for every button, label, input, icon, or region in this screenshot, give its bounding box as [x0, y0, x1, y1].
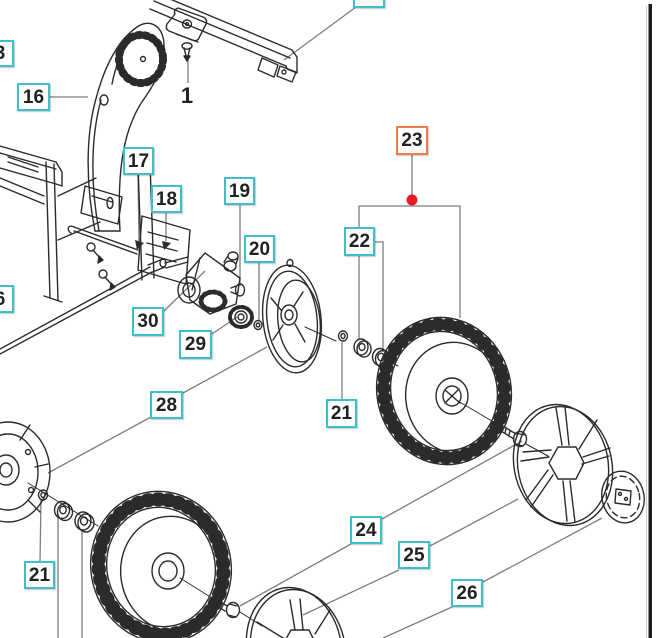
part-label-text: 29 [184, 334, 207, 355]
wheel-disc-left-part [0, 421, 51, 523]
part-label-text: 21 [330, 403, 353, 424]
part-label-16[interactable]: 16 [17, 83, 50, 111]
drive-rod-part [0, 256, 189, 355]
part-label-6[interactable]: 6 [0, 285, 14, 313]
part-label-text: 16 [22, 86, 45, 108]
part-label-text: 30 [137, 311, 159, 332]
part-label-28[interactable]: 28 [150, 391, 183, 419]
washers-left-part [37, 489, 95, 533]
axis-lines [27, 326, 549, 627]
part-label-21-left-wheel[interactable]: 21 [24, 561, 55, 589]
selected-part-dot [406, 194, 418, 206]
part-label-17[interactable]: 17 [123, 147, 154, 175]
part-label-19[interactable]: 19 [224, 177, 255, 205]
part-label-text: 17 [127, 150, 150, 172]
screw-part-1 [181, 42, 193, 62]
part-label-text: 25 [403, 544, 425, 566]
part-label-text: 1 [180, 83, 194, 108]
hubcap-left-part [245, 586, 347, 638]
part-label-text: 3 [0, 44, 5, 63]
part-label-29[interactable]: 29 [179, 330, 212, 359]
part-label-21-right-wheel[interactable]: 21 [326, 399, 357, 428]
part-label-20[interactable]: 20 [244, 235, 275, 263]
part-label-30[interactable]: 30 [132, 307, 164, 336]
chassis-frame-part [0, 145, 191, 303]
top-beam-part [149, 0, 298, 83]
frame-border-line [646, 4, 652, 638]
bolt-left-part [210, 597, 241, 619]
part-label-18[interactable]: 18 [151, 185, 182, 213]
tire-left-part [89, 490, 233, 638]
part-label-text: 28 [155, 394, 178, 416]
part-label-26[interactable]: 26 [451, 579, 483, 607]
part-label-text: 24 [355, 519, 377, 541]
part-label-text: 26 [456, 582, 478, 604]
part-label-text: 19 [228, 180, 251, 202]
part-label-23-highlighted[interactable]: 23 [396, 126, 428, 155]
tire-right-part [375, 316, 513, 466]
part-label-14[interactable]: 14 [353, 0, 385, 8]
part-label-text: 21 [28, 564, 51, 586]
part-label-text: 18 [155, 188, 178, 210]
leader-lines [39, 6, 603, 638]
hubcap-right-part [512, 403, 614, 527]
part-label-24[interactable]: 24 [350, 516, 382, 544]
drive-disc-right-part [261, 258, 323, 374]
part-label-text: 14 [358, 0, 379, 4]
handle-lever-part [87, 22, 167, 232]
part-label-text: 20 [248, 238, 271, 260]
part-label-text: 6 [0, 290, 5, 309]
part-label-25[interactable]: 25 [398, 541, 430, 569]
part-label-3[interactable]: 3 [0, 40, 14, 67]
cap-right-part [601, 470, 645, 524]
part-label-text: 22 [348, 231, 371, 252]
part-label-text: 23 [401, 130, 423, 151]
part-label-22[interactable]: 22 [344, 227, 375, 256]
part-label-1[interactable]: 1 [177, 83, 197, 109]
gearbox-part [177, 251, 263, 331]
